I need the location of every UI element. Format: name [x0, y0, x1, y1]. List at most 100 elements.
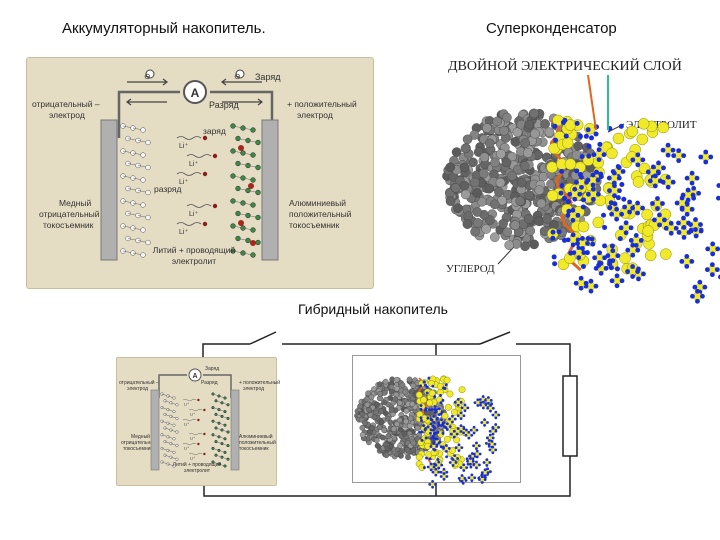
blue-ion — [583, 133, 589, 139]
ion-shell — [597, 250, 603, 256]
ion-shell — [491, 413, 495, 417]
ion-shell — [486, 406, 489, 410]
ion-shell — [454, 446, 458, 450]
ion-shell — [456, 414, 460, 418]
blue-ion — [419, 407, 423, 411]
carbon-particle — [445, 162, 456, 173]
small-cathode-atom — [223, 396, 227, 400]
solvated-ion — [457, 474, 467, 483]
solvated-ion — [488, 426, 498, 436]
ion-shell — [484, 402, 488, 406]
ion-shell — [470, 433, 474, 437]
ion-shell — [606, 175, 612, 181]
small-cathode-lattice — [211, 392, 230, 468]
ion-shell — [596, 157, 602, 163]
small-copper-label-3: токосъемник — [123, 446, 153, 452]
solvated-ion — [439, 472, 449, 481]
ion-shell — [456, 403, 460, 407]
ion-shell — [607, 188, 612, 194]
ion-shell — [431, 480, 434, 483]
blue-ion — [577, 133, 583, 139]
ion-shell — [445, 449, 448, 453]
blue-ion — [590, 241, 596, 247]
small-graphite-atom — [166, 435, 170, 439]
ion-shell — [460, 474, 464, 477]
blue-ion — [439, 412, 443, 416]
small-supercap-particles — [354, 375, 501, 489]
carbon-particle — [365, 390, 371, 397]
electrolyte-label-1: Литий + проводящий — [153, 245, 236, 255]
electrolyte-molecule — [441, 412, 449, 420]
ion-shell — [497, 426, 501, 429]
solvated-ion — [484, 396, 493, 405]
ion-shell — [473, 401, 477, 405]
solvated-ion — [459, 463, 469, 472]
ion-shell — [452, 429, 456, 433]
electrolyte-molecule — [546, 189, 559, 202]
ion-shell — [700, 293, 705, 299]
cathode-atom — [250, 227, 256, 233]
ion-shell — [588, 288, 594, 294]
solvated-ion — [690, 288, 705, 304]
ion-shell — [463, 403, 467, 407]
blue-ion — [602, 243, 608, 249]
ion-shell — [681, 224, 687, 230]
ion-shell — [570, 207, 576, 213]
small-cathode-atom — [220, 414, 224, 418]
carbon-particle — [519, 161, 530, 171]
ion-shell — [453, 400, 457, 404]
cathode-ion — [250, 240, 256, 246]
carbon-particle — [525, 226, 536, 236]
solvated-ion — [482, 458, 492, 467]
ion-shell — [439, 470, 443, 474]
blue-ion — [621, 196, 627, 202]
carbon-particle — [381, 427, 388, 434]
solvated-ion — [428, 480, 437, 489]
ion-shell — [475, 428, 479, 432]
ion-shell — [574, 179, 579, 185]
blue-ion — [617, 236, 623, 242]
ion-shell — [628, 237, 634, 243]
carbon-particle — [460, 143, 471, 154]
ion-shell — [676, 148, 682, 154]
blue-ion — [612, 201, 618, 207]
ion-shell — [614, 216, 620, 222]
ion-shell — [489, 470, 492, 474]
small-lithium-ions: Li⁺Li⁺Li⁺Li⁺Li⁺Li⁺ — [182, 398, 206, 461]
carbon-particle — [481, 224, 492, 234]
pos-electrode-label-2: электрод — [297, 110, 333, 120]
blue-ion — [574, 120, 580, 126]
blue-ion — [432, 436, 436, 440]
small-graphite-atom — [166, 408, 170, 412]
ion-shell — [635, 152, 641, 158]
small-cathode-atom — [211, 433, 215, 437]
carbon-particle — [409, 401, 416, 407]
ion-shell — [459, 466, 463, 470]
ion-shell — [494, 429, 498, 433]
ion-shell — [463, 476, 467, 480]
ion-shell — [451, 458, 455, 461]
ion-shell — [716, 183, 720, 188]
ion-shell — [493, 442, 497, 446]
electrolyte-molecule — [606, 147, 618, 160]
cathode-atom — [255, 139, 261, 146]
lithium-ion-wave — [176, 222, 202, 226]
ion-shell — [494, 423, 498, 426]
ion-shell — [695, 288, 700, 294]
ion-shell — [585, 241, 590, 246]
solvated-ion — [679, 253, 695, 269]
blue-ion — [609, 243, 615, 249]
ion-shell — [689, 180, 695, 186]
blue-ion — [433, 395, 437, 399]
ion-shell — [577, 191, 583, 197]
aluminium-collector-label-2: положительный — [289, 209, 352, 219]
ion-shell — [433, 405, 437, 409]
switch-right — [479, 331, 511, 345]
ion-shell — [489, 409, 492, 413]
ion-shell — [580, 236, 585, 241]
electrolyte-molecule — [416, 410, 424, 418]
blue-ion — [424, 427, 428, 430]
ion-shell — [485, 458, 489, 462]
ion-shell — [625, 247, 631, 253]
ion-shell — [655, 206, 660, 211]
